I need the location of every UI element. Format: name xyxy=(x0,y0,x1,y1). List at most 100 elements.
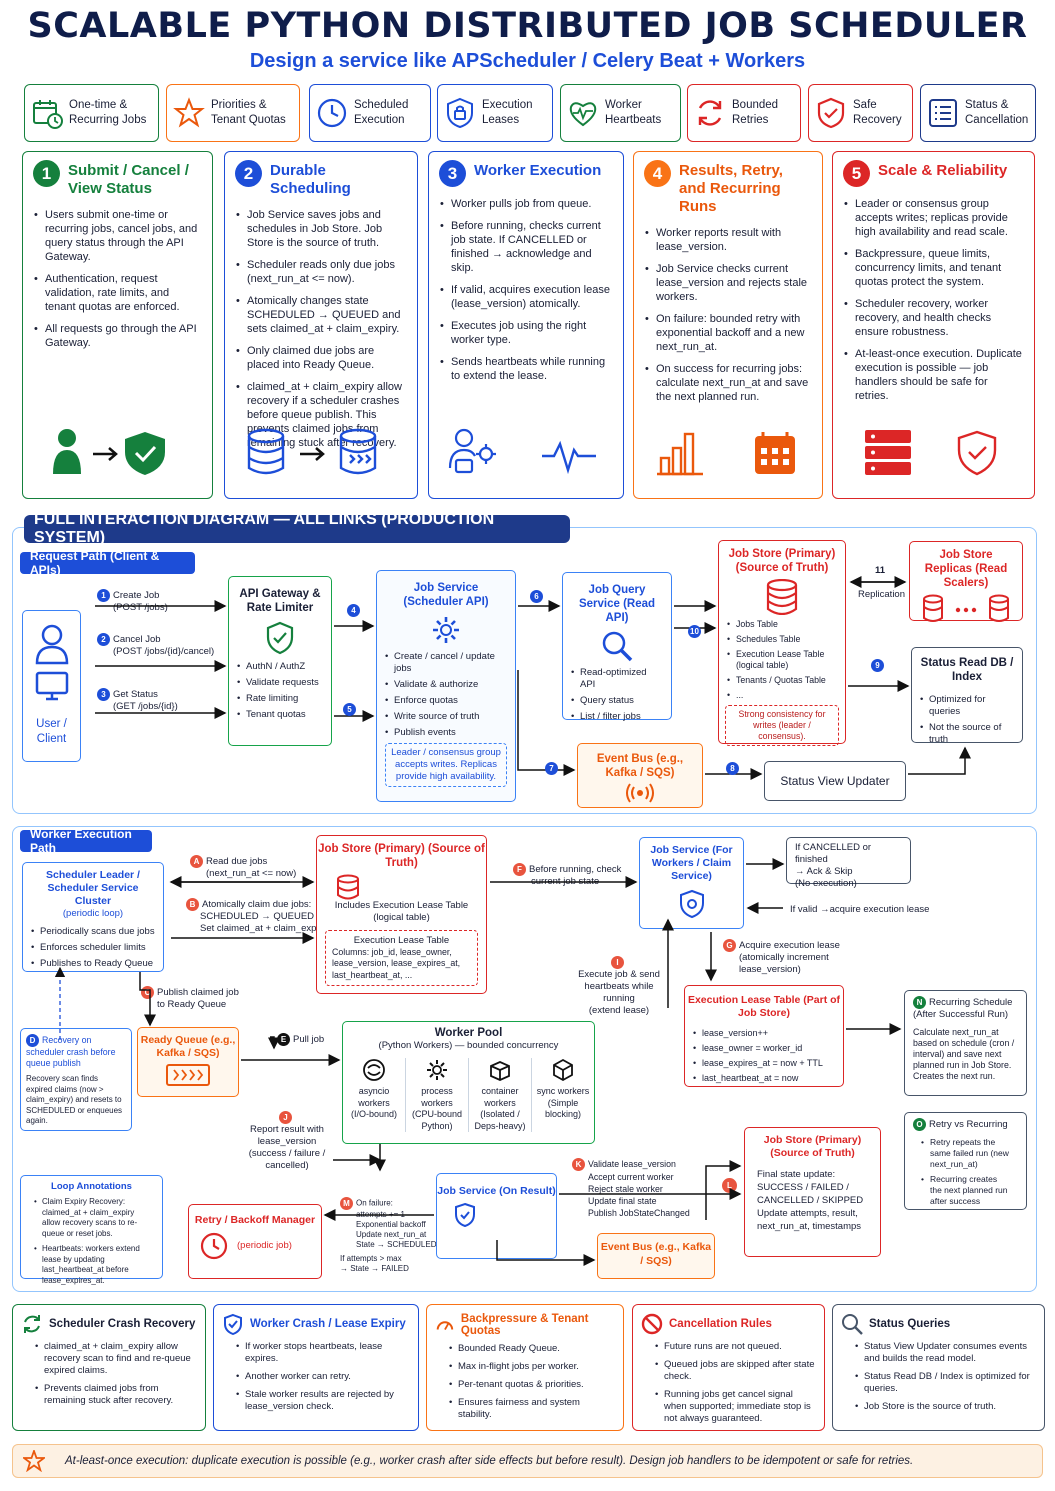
footer-banner: At-least-once execution: duplicate execu… xyxy=(12,1444,1043,1478)
worker-heartbeat-icon xyxy=(448,428,596,475)
step-number: 4 xyxy=(644,160,671,187)
list-item: AuthN / AuthZ xyxy=(237,661,323,673)
worker-type-cube: sync workers(Simple blocking) xyxy=(532,1058,594,1132)
step-card-item: If valid, acquires execution lease (leas… xyxy=(439,283,613,311)
step-card-title: Results, Retry, and Recurring Runs xyxy=(679,162,783,215)
job-store-worker-box: Job Store (Primary) (Source of Truth) In… xyxy=(316,835,487,994)
list-item: Per-tenant quotas & priorities. xyxy=(449,1379,615,1391)
step-card-item: At-least-once execution. Duplicate execu… xyxy=(843,347,1024,403)
list-item: Publish events xyxy=(385,727,507,739)
bar-chart-calendar-icon xyxy=(657,432,795,476)
request-path-label: Request Path (Client & APIs) xyxy=(20,549,195,577)
list-item: Stale worker results are rejected by lea… xyxy=(236,1389,410,1413)
list-item: Max in-flight jobs per worker. xyxy=(449,1361,615,1373)
list-item: Exponential backoff xyxy=(356,1220,426,1229)
list-item: Status View Updater consumes events and … xyxy=(855,1341,1036,1365)
step-card-title: Worker Execution xyxy=(474,162,602,179)
shield-check-icon xyxy=(817,97,845,129)
valid-lease-label: If valid →acquire execution lease xyxy=(790,904,930,915)
list-item: Tenant quotas xyxy=(237,709,323,721)
feature-label: Status &Cancellation xyxy=(965,99,1029,126)
list-item: last_heartbeat_at = now xyxy=(693,1073,835,1084)
list-item: Status Read DB / Index is optimized for … xyxy=(855,1371,1036,1395)
step-card-item: Scheduler reads only due jobs (next_run_… xyxy=(235,258,407,286)
list-item: Rate limiting xyxy=(237,693,323,705)
step-card-item: Leader or consensus group accepts writes… xyxy=(843,197,1024,239)
link-5: 5 xyxy=(343,703,356,716)
database-to-queue-icon xyxy=(247,428,377,475)
list-item: Recurring creates the next planned run a… xyxy=(921,1174,1010,1207)
step-card-item: Sends heartbeats while running to extend… xyxy=(439,355,613,383)
prohibit-icon xyxy=(641,1313,663,1335)
bottom-panel-title: Status Queries xyxy=(869,1318,951,1330)
list-item: Running jobs get cancel signal when supp… xyxy=(655,1389,816,1425)
heartbeat-icon xyxy=(569,102,597,127)
consensus-note: Leader / consensus group accepts writes.… xyxy=(385,743,507,787)
list-item: Tenants / Quotas Table xyxy=(727,675,837,686)
feature-calendar-clock: One-time &Recurring Jobs xyxy=(24,84,159,142)
list-item: Read-optimized API xyxy=(571,667,663,691)
feature-list: Status &Cancellation xyxy=(920,84,1036,142)
replica-databases-icon xyxy=(923,594,1009,622)
worker-path-label: Worker Execution Path xyxy=(20,827,152,855)
step-card-title: Scale & Reliability xyxy=(878,162,1008,179)
list-item: Prevents claimed jobs from remaining stu… xyxy=(35,1383,197,1407)
step-card-4: 4 Results, Retry, and Recurring RunsWorke… xyxy=(633,151,823,499)
list-item: Create / cancel / update jobs xyxy=(385,651,507,675)
list-item: Future runs are not queued. xyxy=(655,1341,816,1353)
gear-icon xyxy=(427,1060,447,1080)
status-read-db-box: Status Read DB / Index Optimized for que… xyxy=(911,647,1023,745)
step-number: 5 xyxy=(843,160,870,187)
list-item: Retry repeats the same failed run (new n… xyxy=(921,1137,1010,1170)
query-service-box: Job Query Service (Read API) Read-optimi… xyxy=(562,572,672,723)
step-card-item: Job Service saves jobs and schedules in … xyxy=(235,208,407,250)
star-icon xyxy=(23,1450,45,1472)
step-card-item: All requests go through the API Gateway. xyxy=(33,322,202,350)
ready-queue-box: Ready Queue (e.g., Kafka / SQS) xyxy=(137,1027,239,1097)
list-item: Another worker can retry. xyxy=(236,1371,410,1383)
cube-icon xyxy=(553,1058,573,1082)
list-item: Heartbeats: workers extend lease by upda… xyxy=(34,1244,149,1286)
list-item: Optimized for queries xyxy=(920,694,1014,718)
event-bus-result-box: Event Bus (e.g., Kafka / SQS) xyxy=(597,1233,715,1279)
bottom-panel-search: Status QueriesStatus View Updater consum… xyxy=(832,1304,1045,1431)
shield-check-icon xyxy=(266,621,294,655)
client-label: User / Client xyxy=(36,718,67,745)
step-card-item: Worker pulls job from queue. xyxy=(439,197,613,211)
bottom-panel-title: Cancellation Rules xyxy=(669,1318,772,1330)
footer-text: At-least-once execution: duplicate execu… xyxy=(65,1455,914,1467)
gear-icon xyxy=(433,617,459,643)
step-card-item: Worker reports result with lease_version… xyxy=(644,226,812,254)
lease-table-box: Execution Lease Table (Part of Job Store… xyxy=(684,985,844,1087)
database-icon xyxy=(766,579,798,615)
job-store-result-box: Job Store (Primary) (Source of Truth) Fi… xyxy=(744,1127,881,1257)
step-card-item: Job Service checks current lease_version… xyxy=(644,262,812,304)
worker-path-arrows xyxy=(54,858,902,1266)
list-item: Validate & authorize xyxy=(385,679,507,691)
clock-icon xyxy=(317,98,347,128)
refresh-icon xyxy=(24,1315,40,1333)
link-10: 10 xyxy=(688,625,701,638)
list-item: Schedules Table xyxy=(727,634,837,645)
shield-icon xyxy=(679,889,704,919)
diagram-section-title: FULL INTERACTION DIAGRAM — ALL LINKS (PR… xyxy=(24,511,570,546)
server-shield-icon xyxy=(864,430,996,476)
asyncio-icon xyxy=(363,1059,385,1081)
bottom-panel-title: Backpressure & Tenant Quotas xyxy=(460,1313,589,1337)
list-item: lease_expires_at = now + TTL xyxy=(693,1058,835,1069)
